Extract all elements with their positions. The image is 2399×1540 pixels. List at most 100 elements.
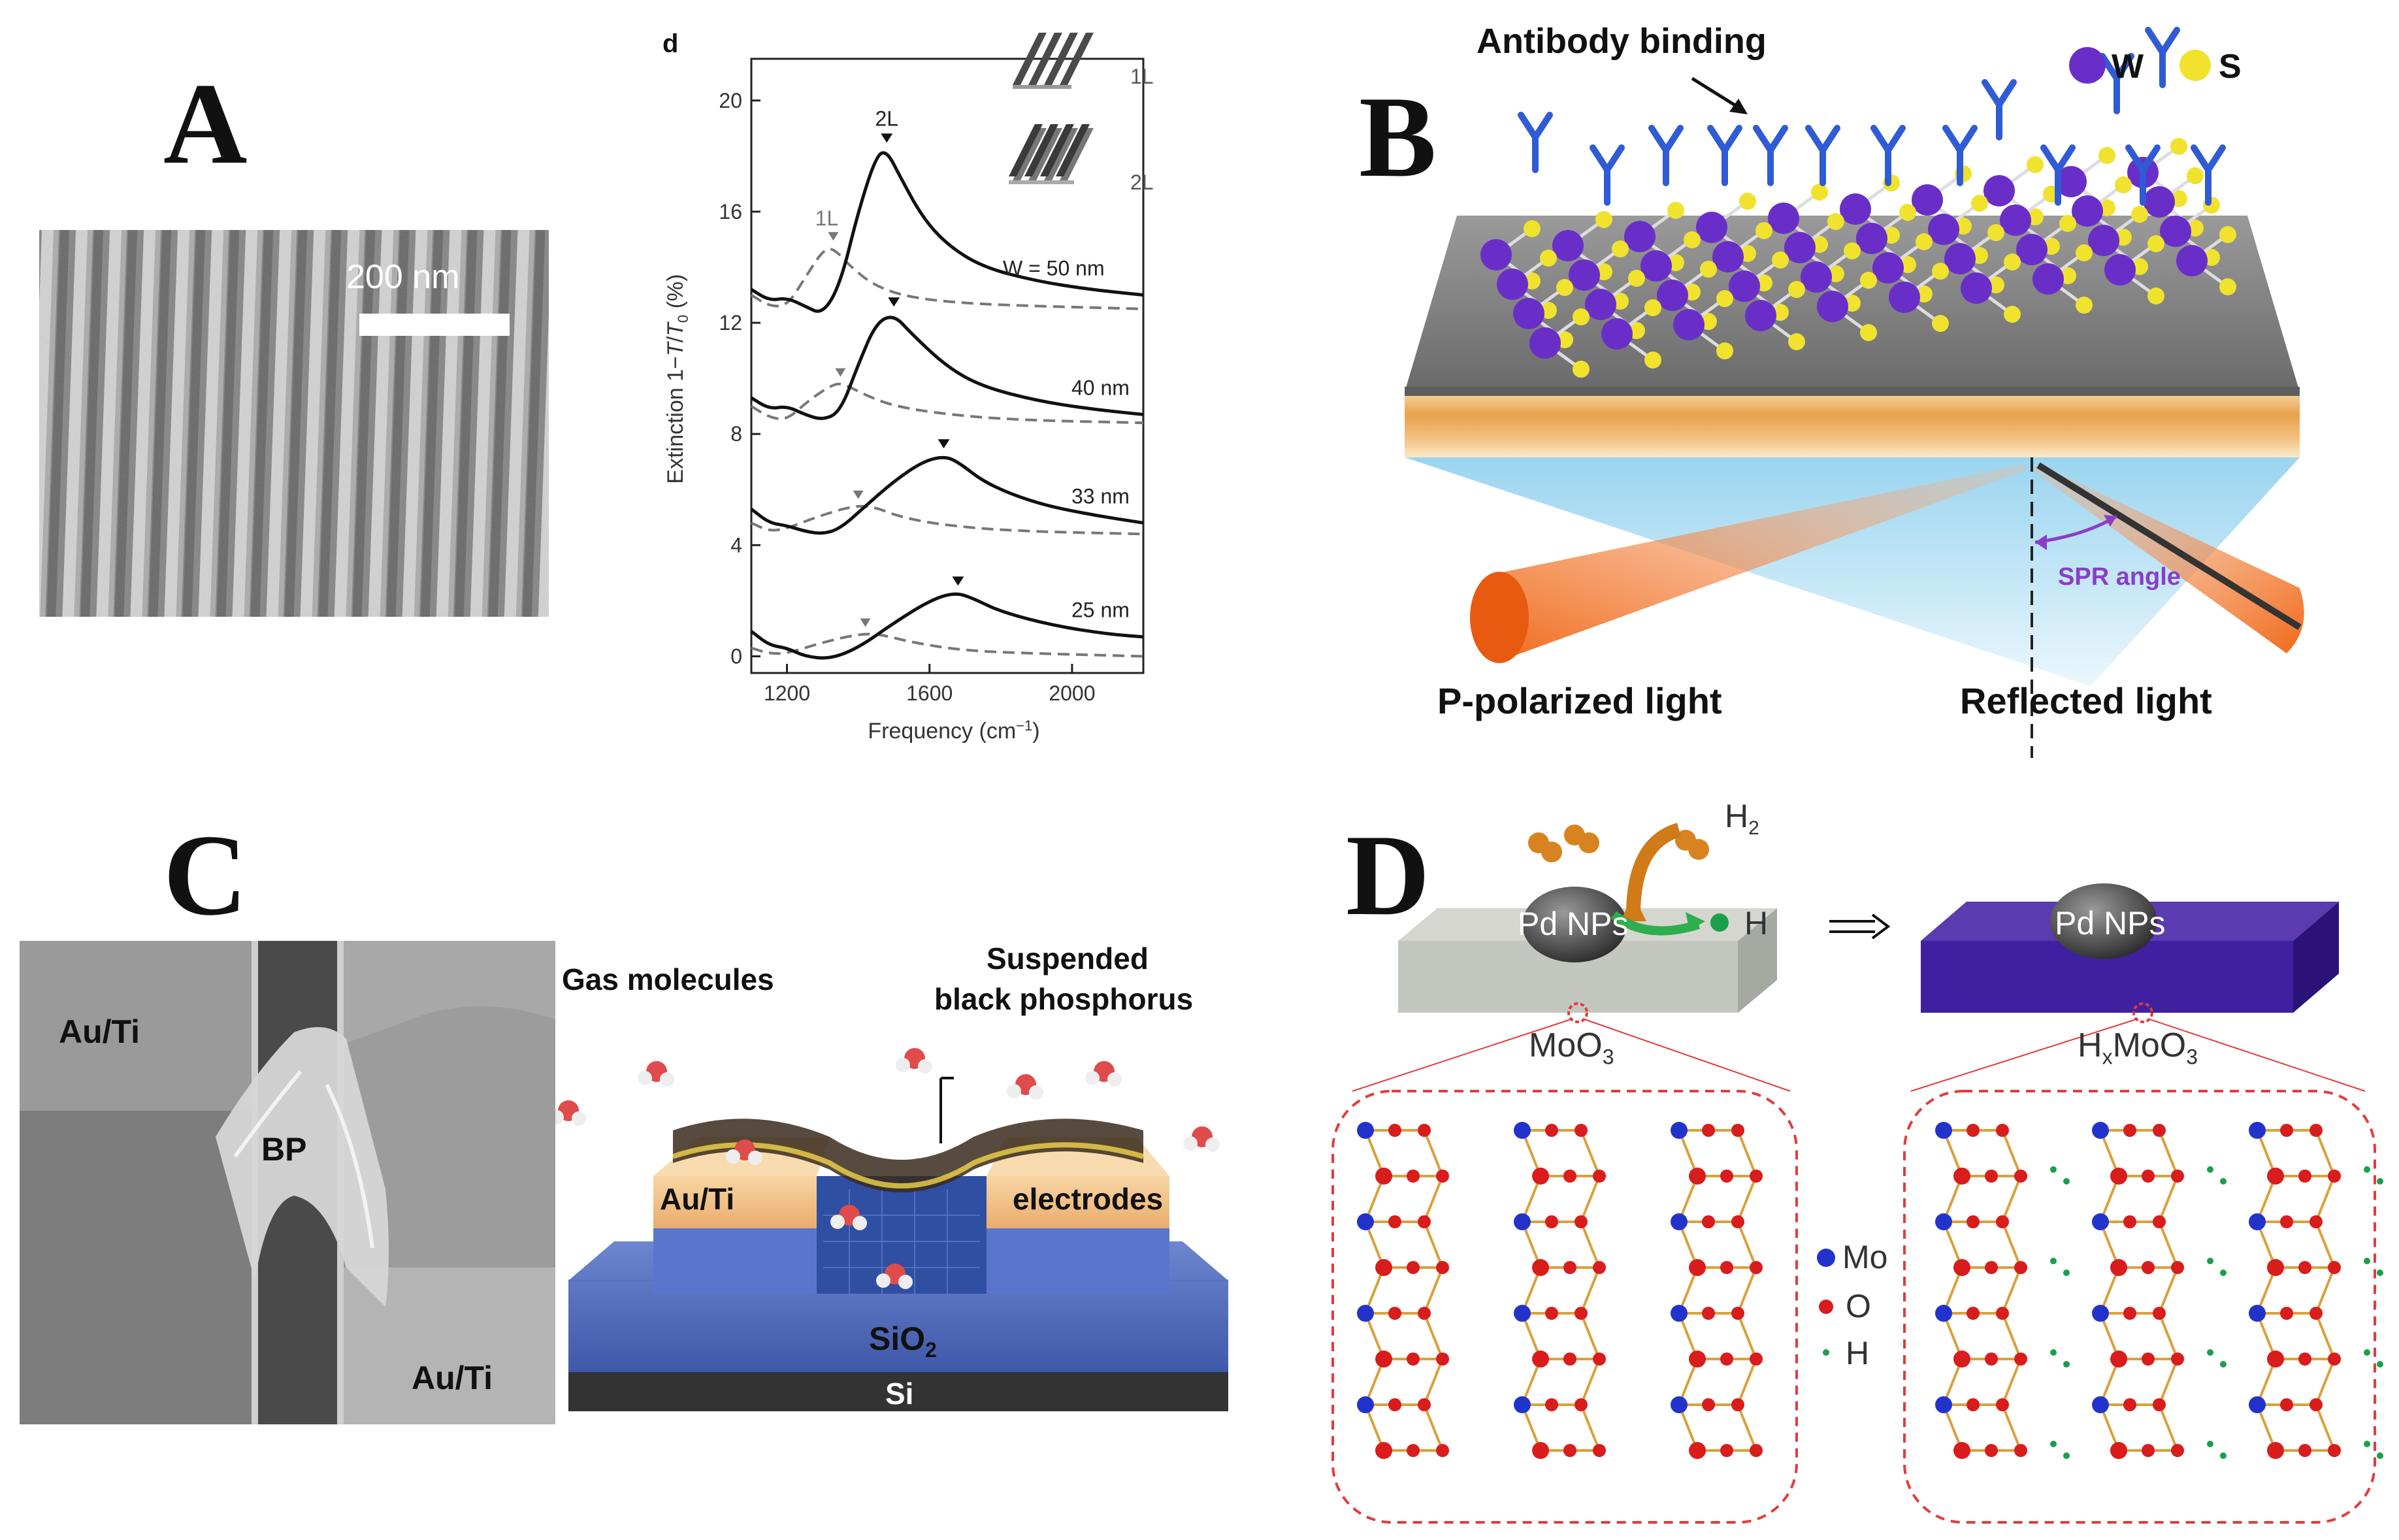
o-atom — [1545, 1215, 1558, 1228]
w-atom — [2160, 216, 2191, 247]
w-atom — [2144, 186, 2175, 218]
h-atom — [2063, 1270, 2070, 1276]
sem-image-bp-device: Au/Ti BP Au/Ti — [20, 941, 555, 1424]
s-atom — [1644, 299, 1661, 316]
h-atom — [2364, 1258, 2370, 1264]
o-atom — [1575, 1307, 1588, 1320]
o-atom — [1750, 1170, 1763, 1183]
legend-1L: 1L — [1013, 33, 1154, 89]
w-atom — [2016, 234, 2048, 265]
series-dashed-line — [751, 504, 1144, 536]
o-atom — [1750, 1352, 1763, 1366]
mo-atom — [2092, 1213, 2109, 1230]
o-atom — [1388, 1398, 1401, 1411]
s-atom — [1684, 231, 1701, 248]
s-atom — [1860, 272, 1877, 289]
gas-molecule — [726, 1139, 762, 1165]
w-atom — [1840, 193, 1871, 225]
w-atom — [1601, 318, 1633, 350]
antibody — [2191, 144, 2226, 206]
series-label: 40 nm — [1071, 376, 1130, 399]
sio2-label: SiO2 — [869, 1320, 937, 1362]
o-atom — [1985, 1170, 1998, 1183]
h-atom — [2063, 1178, 2070, 1185]
gas-molecule — [876, 1264, 913, 1289]
antibody — [2145, 27, 2180, 88]
s-atom — [2004, 254, 2021, 270]
s-atom — [1556, 279, 1573, 296]
antibody — [1648, 125, 1684, 186]
s-atom — [1540, 250, 1557, 267]
ws2-lattice — [1480, 138, 2236, 378]
s-atom — [2170, 138, 2187, 155]
scale-bar — [359, 314, 510, 336]
o-atom — [1375, 1351, 1392, 1368]
h-atom — [2220, 1452, 2227, 1459]
antibody-binding-label: Antibody binding — [1477, 22, 1767, 61]
s-atom — [1644, 352, 1661, 369]
o-atom — [1953, 1351, 1970, 1368]
w-atom — [1856, 223, 1887, 254]
o-atom — [1407, 1170, 1420, 1183]
w-atom — [1657, 280, 1688, 311]
o-atom — [2298, 1261, 2311, 1274]
o-atom — [2298, 1444, 2311, 1457]
o-atom — [1436, 1261, 1449, 1274]
s-atom — [1788, 281, 1805, 298]
panel-letter-b: B — [1359, 72, 1437, 201]
peak-marker-dashed — [835, 368, 846, 377]
series-solid-line — [750, 592, 1144, 660]
o-atom — [1575, 1124, 1588, 1137]
legend-h-atom — [1823, 1349, 1829, 1356]
w-atom — [1817, 291, 1848, 322]
o-atom — [1563, 1170, 1576, 1183]
o-atom — [1375, 1442, 1392, 1459]
o-atom — [1702, 1307, 1715, 1320]
o-atom — [2328, 1261, 2341, 1274]
legend-w-atom — [2069, 47, 2106, 84]
mo-atom — [1357, 1213, 1374, 1230]
antibody — [1753, 125, 1788, 186]
s-atom — [2147, 287, 2164, 304]
o-atom — [2014, 1170, 2027, 1183]
s-atom — [1772, 252, 1789, 269]
o-atom — [1407, 1444, 1420, 1457]
s-atom — [2187, 167, 2204, 184]
o-atom — [2123, 1398, 2136, 1411]
mo-atom — [2249, 1213, 2266, 1230]
peak-label-2L: 2L — [875, 106, 898, 130]
antibody — [2040, 144, 2076, 206]
h-atom — [2063, 1452, 2070, 1459]
w-atom — [1745, 300, 1776, 331]
o-atom — [1532, 1259, 1549, 1276]
legend-o-label: O — [1846, 1288, 1871, 1324]
series-dashed-line — [751, 632, 1144, 658]
moo3-lattice — [1357, 1122, 1763, 1459]
w-atom — [2000, 205, 2031, 236]
o-atom — [1967, 1124, 1980, 1137]
si-label: Si — [885, 1377, 914, 1411]
x-axis-label: Frequency (cm−1) — [868, 717, 1039, 744]
h-atom — [2364, 1441, 2370, 1447]
peak-marker-solid — [952, 576, 964, 586]
o-atom — [2123, 1307, 2136, 1320]
s-atom — [1716, 290, 1733, 307]
s-atom — [2147, 235, 2164, 252]
x-tick-label: 1600 — [906, 681, 953, 705]
w-atom — [1784, 232, 1816, 263]
mo-atom — [1935, 1305, 1952, 1322]
o-atom — [2123, 1124, 2136, 1137]
antibody — [1805, 125, 1840, 186]
legend-s-atom — [2179, 50, 2211, 81]
hydrogen-spillover-diagram: H2 Pd NPs H Pd NPs MoO3 HxMoO3 Mo O H — [1307, 784, 2399, 1537]
peak-marker-dashed — [860, 618, 871, 627]
pd-nanoparticle-left — [1522, 887, 1627, 962]
peak-marker-solid — [888, 297, 900, 307]
s-atom — [2098, 147, 2115, 164]
o-atom — [1985, 1261, 1998, 1274]
o-atom — [1575, 1215, 1588, 1228]
gas-molecule — [830, 1205, 867, 1230]
o-atom — [2153, 1398, 2166, 1411]
mo-atom — [1935, 1122, 1952, 1139]
